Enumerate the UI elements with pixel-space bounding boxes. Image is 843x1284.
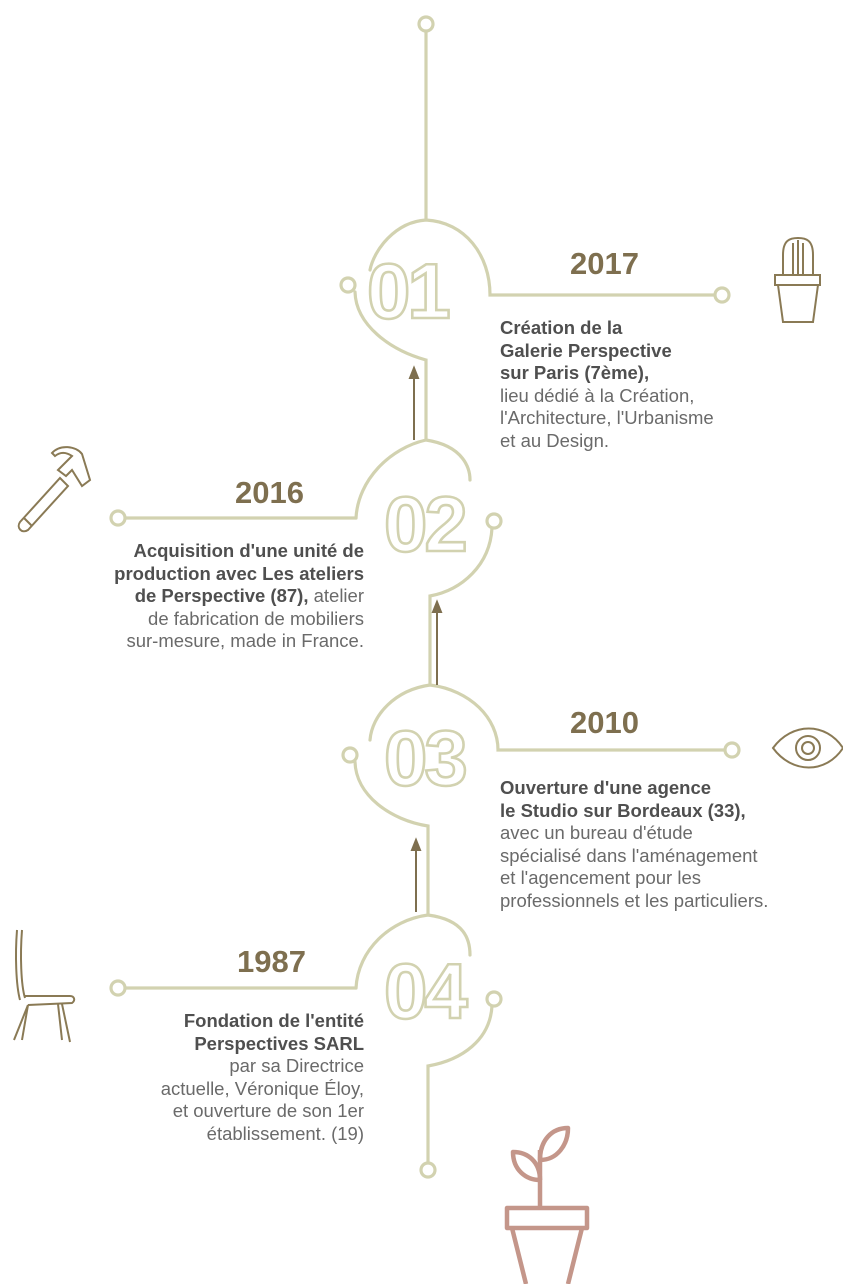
plant-pot-icon [504, 1125, 590, 1284]
step-number-03: 03 [384, 714, 465, 802]
node-2010 [723, 741, 741, 759]
step-number-04: 04 [384, 947, 467, 1035]
step-number-01: 01 [367, 247, 449, 335]
description-2017-text: lieu dédié à la Création,l'Architecture,… [500, 384, 714, 451]
year-1987: 1987 [237, 944, 306, 979]
node-03-left [341, 746, 359, 764]
arrow-up-icon [410, 837, 422, 912]
hammer-icon [17, 446, 92, 533]
node-1987 [109, 979, 127, 997]
step-number-02: 02 [384, 480, 465, 568]
node-2017 [713, 286, 731, 304]
timeline-arrows [408, 365, 443, 912]
node-2016 [109, 509, 127, 527]
node-01-left [339, 276, 357, 294]
year-2010: 2010 [570, 705, 639, 740]
timeline-start-node [417, 15, 435, 33]
arrow-up-icon [431, 599, 443, 685]
chair-icon [13, 929, 76, 1043]
eye-icon [771, 727, 843, 769]
timeline-path [109, 15, 741, 1179]
node-02-right [485, 512, 503, 530]
year-2016: 2016 [235, 475, 304, 510]
year-2017: 2017 [570, 246, 639, 281]
cactus-pot-icon [774, 236, 821, 323]
node-04-right [485, 990, 503, 1008]
arrow-up-icon [408, 365, 420, 440]
timeline-end-node [419, 1161, 437, 1179]
